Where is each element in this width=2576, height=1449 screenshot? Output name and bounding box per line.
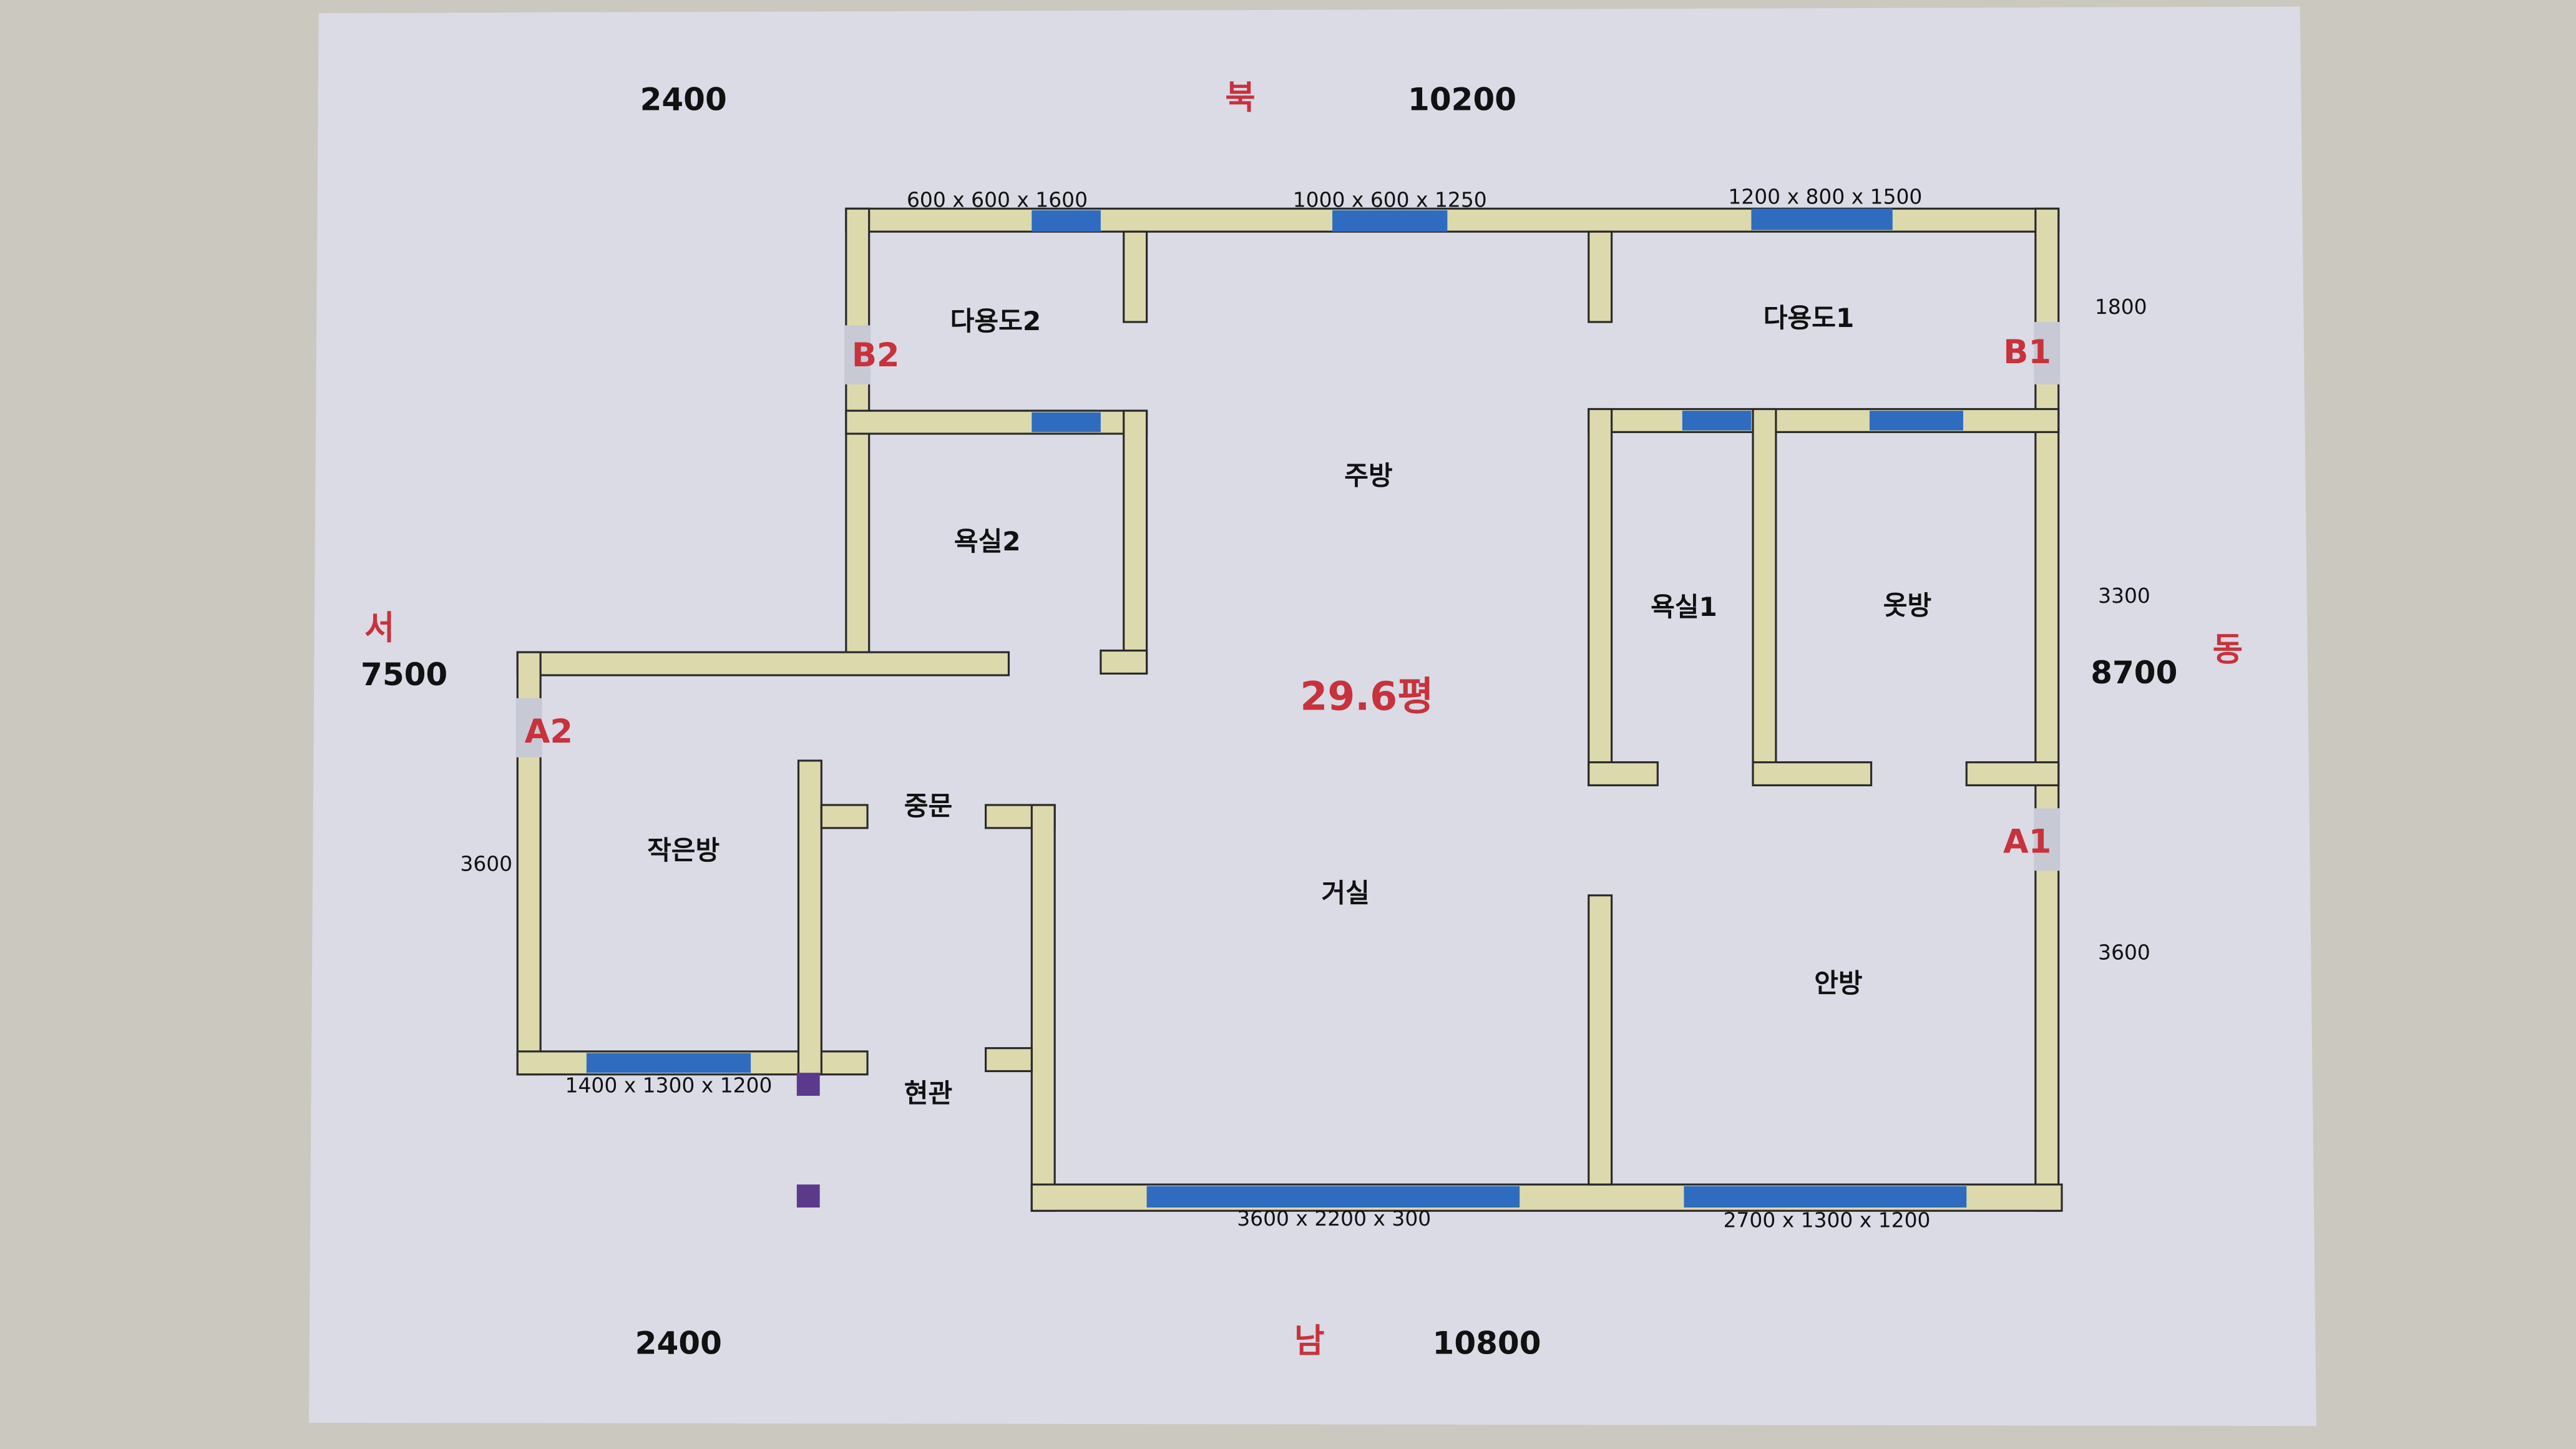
dim-bottom-right: 10800 — [1433, 1325, 1541, 1361]
dim-bottom-left: 2400 — [635, 1325, 722, 1361]
dim-top-left: 2400 — [640, 81, 727, 117]
direction-west: 서 — [364, 609, 394, 647]
room-living: 거실 — [1321, 877, 1369, 908]
window-label: 2700 x 1300 x 1200 — [1724, 1208, 1931, 1232]
room-dressroom: 옷방 — [1883, 590, 1931, 621]
window-label: 3600 x 2200 x 300 — [1237, 1206, 1431, 1231]
room-utility2: 다용도2 — [950, 306, 1042, 336]
marker-a2: A2 — [525, 713, 573, 751]
room-small-room: 작은방 — [647, 835, 720, 866]
windows — [586, 208, 1967, 1208]
dim-east-3: 3600 — [2098, 940, 2150, 964]
room-middle-door: 중문 — [904, 791, 952, 821]
dim-top-right: 10200 — [1408, 81, 1516, 117]
room-entrance: 현관 — [904, 1078, 952, 1109]
room-bath1: 욕실1 — [1651, 592, 1717, 622]
room-bath2: 욕실2 — [954, 526, 1021, 557]
marker-square — [796, 1184, 820, 1208]
room-utility1: 다용도1 — [1764, 303, 1855, 333]
total-area: 29.6평 — [1300, 673, 1433, 719]
dim-east-2: 3300 — [2098, 583, 2150, 608]
direction-north: 북 — [1225, 79, 1255, 117]
dim-west-1: 3600 — [460, 851, 512, 876]
direction-south: 남 — [1294, 1322, 1324, 1360]
room-master: 안방 — [1814, 968, 1862, 998]
marker-b1: B1 — [2003, 333, 2051, 371]
dim-west: 7500 — [361, 656, 447, 693]
room-kitchen: 주방 — [1344, 461, 1392, 491]
dim-east-1: 1800 — [2095, 295, 2147, 319]
window-label: 1200 x 800 x 1500 — [1728, 184, 1922, 208]
dim-east: 8700 — [2091, 655, 2177, 691]
window-label: 1000 x 600 x 1250 — [1293, 188, 1487, 212]
window-label: 1400 x 1300 x 1200 — [565, 1073, 773, 1098]
marker-square — [796, 1073, 820, 1096]
marker-a1: A1 — [2003, 822, 2051, 861]
window-label: 600 x 600 x 1600 — [907, 188, 1088, 212]
marker-b2: B2 — [852, 336, 900, 374]
direction-east: 동 — [2213, 630, 2243, 668]
door-openings — [515, 322, 2061, 871]
